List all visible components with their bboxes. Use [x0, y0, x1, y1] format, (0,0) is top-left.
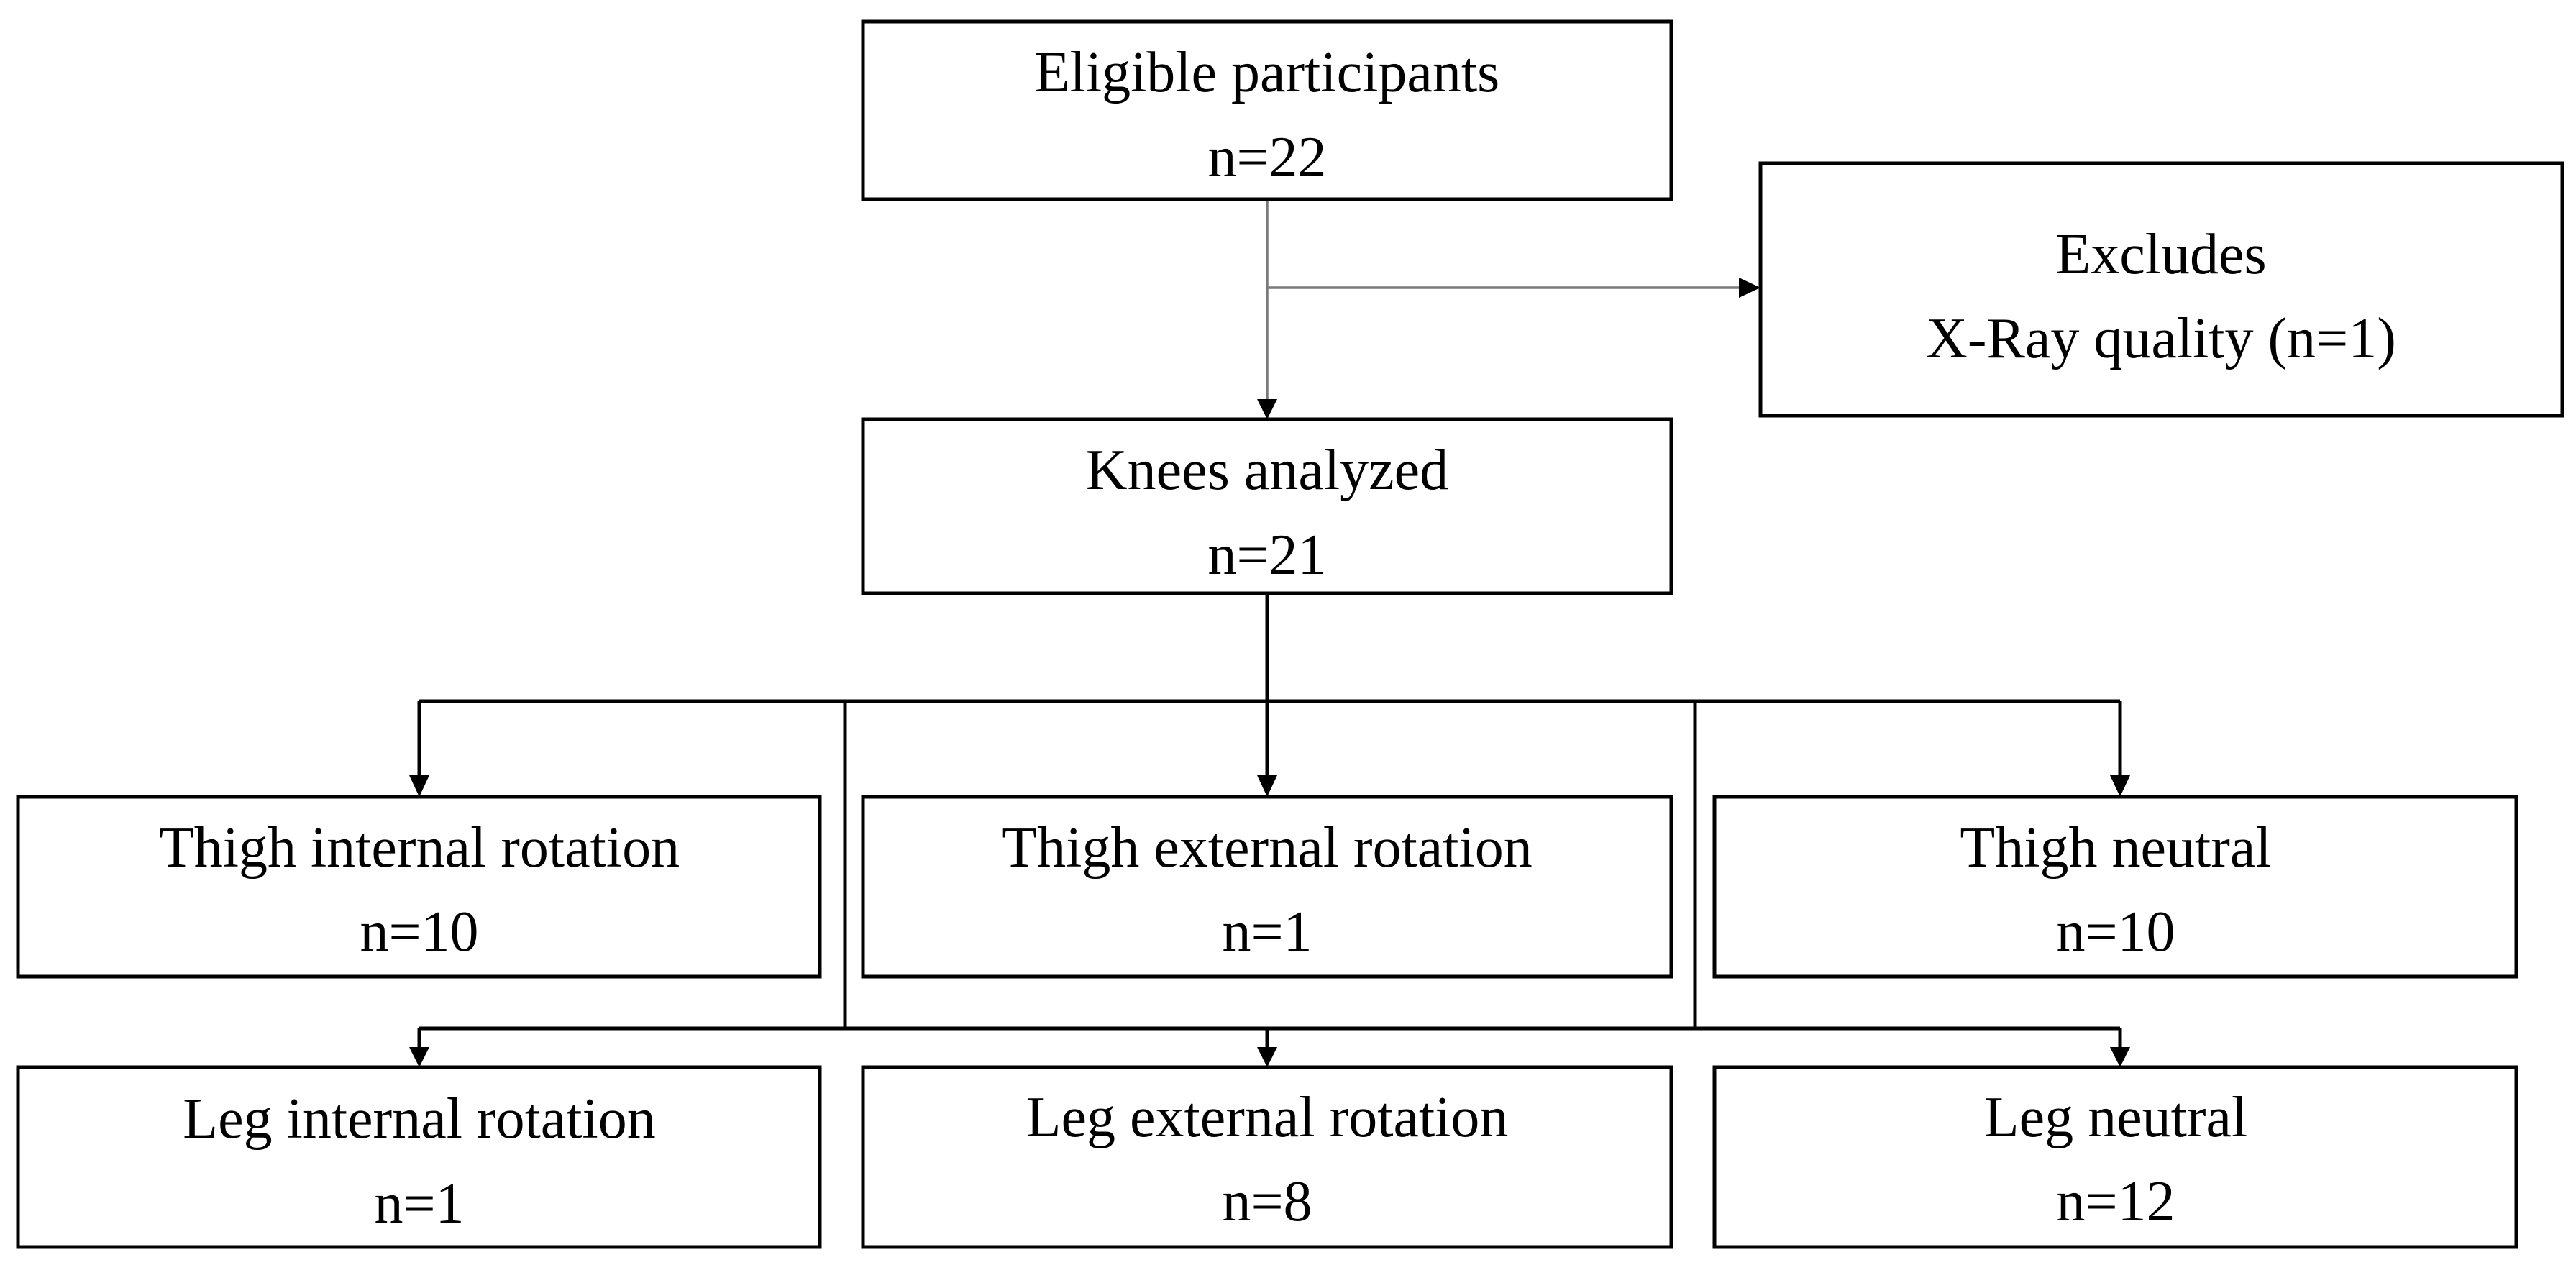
node-leg-neutral-title: Leg neutral [1984, 1086, 2247, 1149]
node-leg-neutral-count: n=12 [2056, 1170, 2175, 1233]
node-knees-box [861, 417, 1673, 595]
node-eligible-count: n=22 [1207, 126, 1326, 189]
node-thigh-neutral-count: n=10 [2056, 900, 2175, 964]
arrowhead-thigh-neutral-icon [2110, 775, 2130, 797]
arrowhead-leg-external-icon [1257, 1047, 1277, 1067]
arrowhead-leg-neutral-icon [2110, 1047, 2130, 1067]
node-leg-external-title: Leg external rotation [1026, 1086, 1509, 1149]
arrowhead-thigh-internal-icon [409, 775, 429, 797]
node-leg-internal-title: Leg internal rotation [183, 1087, 656, 1151]
node-leg-neutral: Leg neutral n=12 [1712, 1065, 2518, 1249]
node-thigh-neutral-title: Thigh neutral [1960, 816, 2271, 880]
node-leg-external-count: n=8 [1222, 1170, 1312, 1233]
arrowhead-thigh-external-icon [1257, 775, 1277, 797]
node-knees-title: Knees analyzed [1086, 439, 1448, 502]
node-thigh-external: Thigh external rotation n=1 [861, 795, 1673, 979]
node-thigh-external-box [861, 795, 1673, 979]
node-thigh-neutral-box [1712, 795, 2518, 979]
node-eligible-box [861, 19, 1673, 201]
node-thigh-internal: Thigh internal rotation n=10 [16, 795, 822, 979]
node-excludes-box [1758, 161, 2564, 418]
node-leg-external: Leg external rotation n=8 [861, 1065, 1673, 1249]
node-knees-count: n=21 [1207, 524, 1326, 587]
node-excludes: Excludes X-Ray quality (n=1) [1758, 161, 2564, 418]
node-thigh-external-title: Thigh external rotation [1002, 816, 1533, 880]
node-leg-neutral-box [1712, 1065, 2518, 1249]
node-eligible-title: Eligible participants [1035, 41, 1499, 104]
node-knees: Knees analyzed n=21 [861, 417, 1673, 595]
node-leg-external-box [861, 1065, 1673, 1249]
node-leg-internal-box [16, 1065, 822, 1249]
node-thigh-internal-box [16, 795, 822, 979]
node-eligible: Eligible participants n=22 [861, 19, 1673, 201]
node-thigh-internal-title: Thigh internal rotation [159, 816, 680, 880]
node-leg-internal: Leg internal rotation n=1 [16, 1065, 822, 1249]
node-excludes-detail: X-Ray quality (n=1) [1926, 307, 2396, 370]
node-thigh-neutral: Thigh neutral n=10 [1712, 795, 2518, 979]
arrowhead-knees-icon [1257, 399, 1277, 419]
node-leg-internal-count: n=1 [374, 1172, 464, 1236]
node-excludes-title: Excludes [2055, 223, 2266, 286]
node-thigh-external-count: n=1 [1222, 900, 1312, 964]
arrowhead-excludes-icon [1739, 278, 1760, 298]
node-thigh-internal-count: n=10 [360, 900, 478, 964]
arrowhead-leg-internal-icon [409, 1047, 429, 1067]
